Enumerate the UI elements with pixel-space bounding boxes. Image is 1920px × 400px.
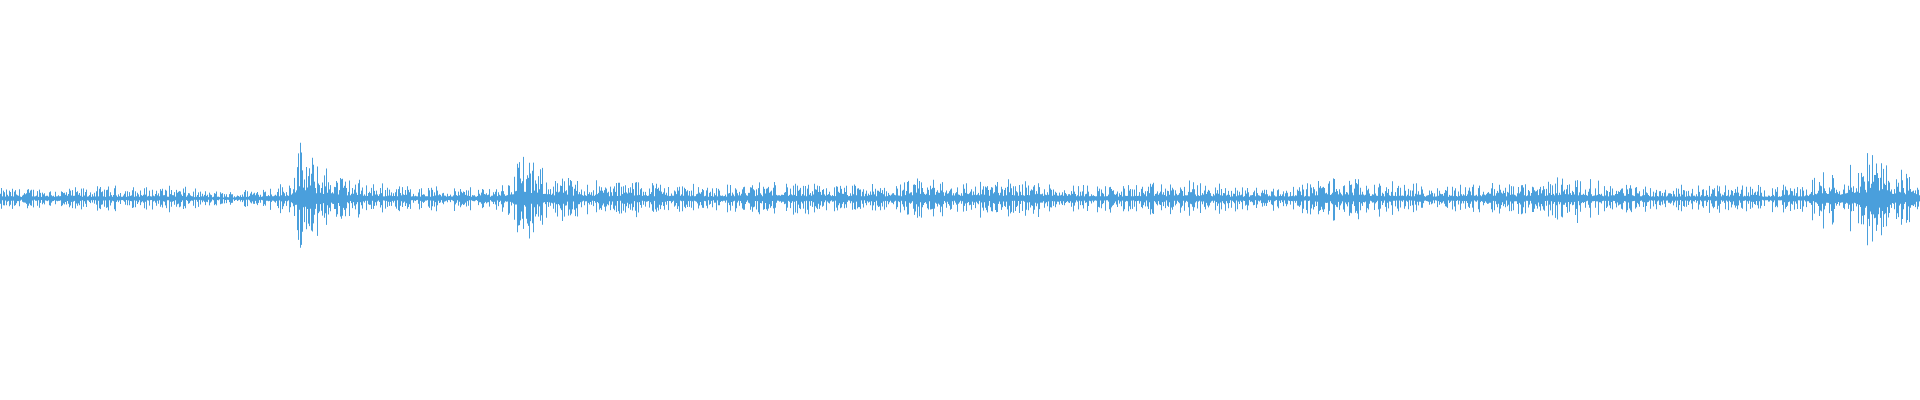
waveform-samples: [0, 142, 1920, 248]
waveform-path: [0, 142, 1920, 248]
